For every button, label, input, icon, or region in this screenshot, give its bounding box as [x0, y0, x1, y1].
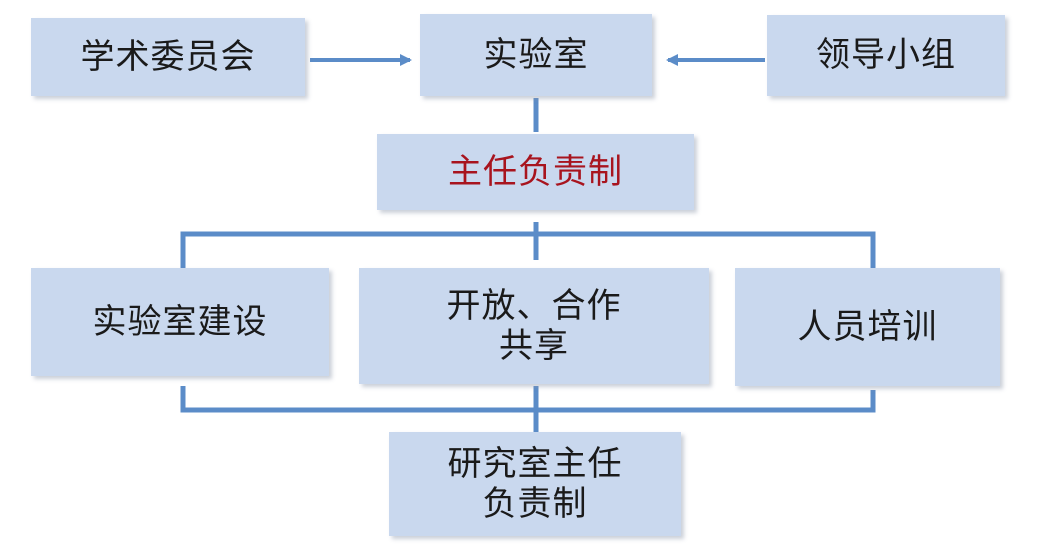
- open-sharing-box: 开放、合作 共享: [359, 268, 709, 384]
- section-director-label-line-2: 负责制: [482, 484, 588, 524]
- section-director-label-line-1: 研究室主任: [447, 443, 623, 484]
- bottom-bracket: [180, 386, 876, 413]
- laboratory-box: 实验室: [420, 14, 652, 96]
- top-bracket: [180, 231, 876, 268]
- leadership-group-box: 领导小组: [767, 15, 1005, 96]
- open-sharing-label-line-1: 开放、合作: [446, 285, 622, 326]
- section-director-box: 研究室主任 负责制: [389, 432, 681, 536]
- lab-construction-box: 实验室建设: [31, 268, 329, 376]
- academic-committee-label: 学术委员会: [80, 36, 256, 77]
- director-responsibility-label: 主任负责制: [448, 151, 623, 192]
- laboratory-label: 实验室: [483, 34, 589, 75]
- lab-construction-label: 实验室建设: [92, 301, 268, 342]
- staff-training-box: 人员培训: [735, 268, 1000, 386]
- academic-committee-box: 学术委员会: [31, 18, 305, 96]
- leadership-group-label: 领导小组: [816, 35, 956, 76]
- director-responsibility-box: 主任负责制: [377, 134, 694, 210]
- staff-training-label: 人员培训: [797, 306, 938, 347]
- open-sharing-label-line-2: 共享: [499, 326, 569, 366]
